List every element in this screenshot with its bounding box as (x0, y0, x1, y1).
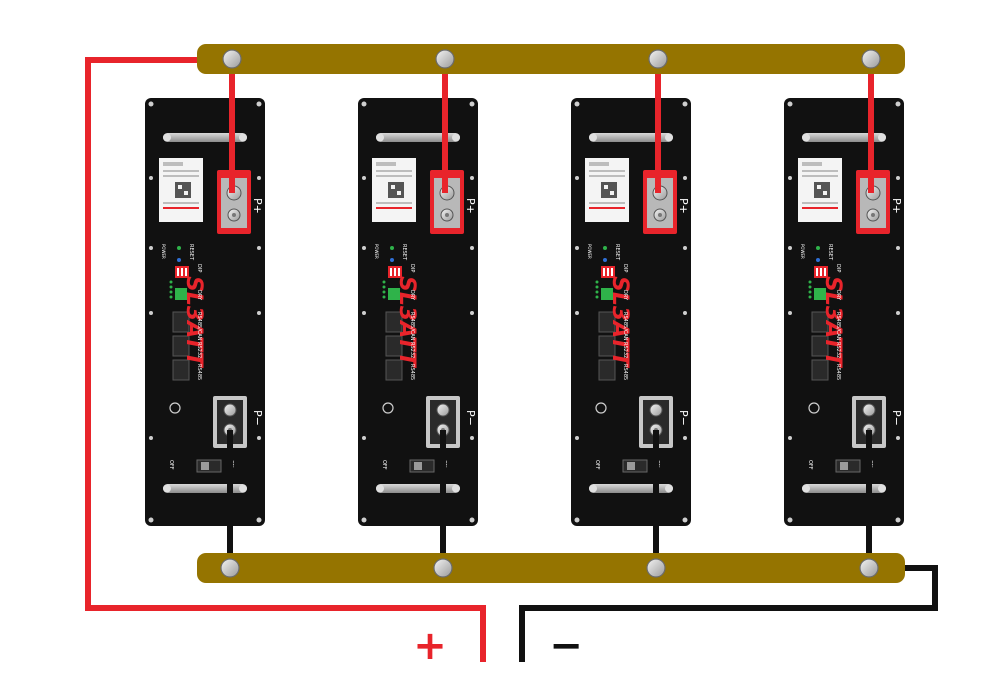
negative-jumper-cables (227, 430, 872, 568)
positive-busbar-bolts (222, 49, 881, 69)
off-label: OFF (168, 460, 174, 470)
negative-busbar-bolts (220, 558, 879, 578)
positive-terminal-label: P+ (464, 198, 477, 214)
dip-label: DIP (622, 264, 628, 272)
off-label: OFF (594, 460, 600, 470)
busbar-bolt (859, 558, 879, 578)
rs232-label: RS232 (196, 342, 202, 358)
power-label: POWER (587, 244, 592, 259)
reset-label: RESET (614, 244, 620, 261)
dip-label: DIP (409, 264, 415, 272)
negative-output-sign: − (549, 623, 583, 669)
positive-terminal-label: P+ (677, 198, 690, 214)
positive-output-sign: + (413, 623, 447, 669)
dry-label: DRY (409, 290, 415, 301)
rs485-label: RS485 (196, 364, 202, 380)
busbar-bolt (433, 558, 453, 578)
positive-terminal-label: P+ (890, 198, 903, 214)
busbar-bolt (435, 49, 455, 69)
negative-terminal-label: P− (890, 410, 903, 426)
busbar-bolt (648, 49, 668, 69)
busbar-bolt (646, 558, 666, 578)
rs485-can-label: RS485/CAN (196, 312, 202, 341)
busbar-bolt (222, 49, 242, 69)
negative-busbar (197, 553, 905, 583)
negative-terminal-label: P− (251, 410, 264, 426)
dip-label: DIP (196, 264, 202, 272)
battery-module-3: SL3ATT P+ P− RESET DIP POWER DRY RS485/C… (570, 97, 692, 527)
battery-module-4: SL3ATT P+ P− RESET DIP POWER DRY RS485/C… (783, 97, 905, 527)
power-label: POWER (161, 244, 166, 259)
reset-label: RESET (188, 244, 194, 261)
battery-brand-logo: SL3ATT (820, 276, 845, 369)
positive-jumper-cables (229, 60, 874, 193)
busbar-bolt (861, 49, 881, 69)
rs485-can-label: RS485/CAN (409, 312, 415, 341)
rs232-label: RS232 (409, 342, 415, 358)
off-label: OFF (381, 460, 387, 470)
dry-label: DRY (835, 290, 841, 301)
dry-label: DRY (622, 290, 628, 301)
battery-brand-logo: SL3ATT (181, 276, 206, 369)
battery-brand-logo: SL3ATT (394, 276, 419, 369)
busbar-bolt (220, 558, 240, 578)
power-label: POWER (374, 244, 379, 259)
negative-terminal-label: P− (464, 410, 477, 426)
reset-label: RESET (401, 244, 407, 261)
rs485-label: RS485 (409, 364, 415, 380)
rs485-can-label: RS485/CAN (622, 312, 628, 341)
reset-label: RESET (827, 244, 833, 261)
battery-brand-logo: SL3ATT (607, 276, 632, 369)
power-label: POWER (800, 244, 805, 259)
battery-module-1: SL3ATT P+ P− RESET DIP POWER DRY RS485/C… (144, 97, 266, 527)
negative-terminal-label: P− (677, 410, 690, 426)
rs232-label: RS232 (835, 342, 841, 358)
positive-terminal-label: P+ (251, 198, 264, 214)
negative-main-cable (519, 565, 938, 662)
rs485-label: RS485 (835, 364, 841, 380)
positive-main-cable (85, 57, 486, 662)
dry-label: DRY (196, 290, 202, 301)
rs485-can-label: RS485/CAN (835, 312, 841, 341)
positive-busbar (197, 44, 905, 74)
dip-label: DIP (835, 264, 841, 272)
rs485-label: RS485 (622, 364, 628, 380)
battery-module-2: SL3ATT P+ P− RESET DIP POWER DRY RS485/C… (357, 97, 479, 527)
rs232-label: RS232 (622, 342, 628, 358)
off-label: OFF (807, 460, 813, 470)
